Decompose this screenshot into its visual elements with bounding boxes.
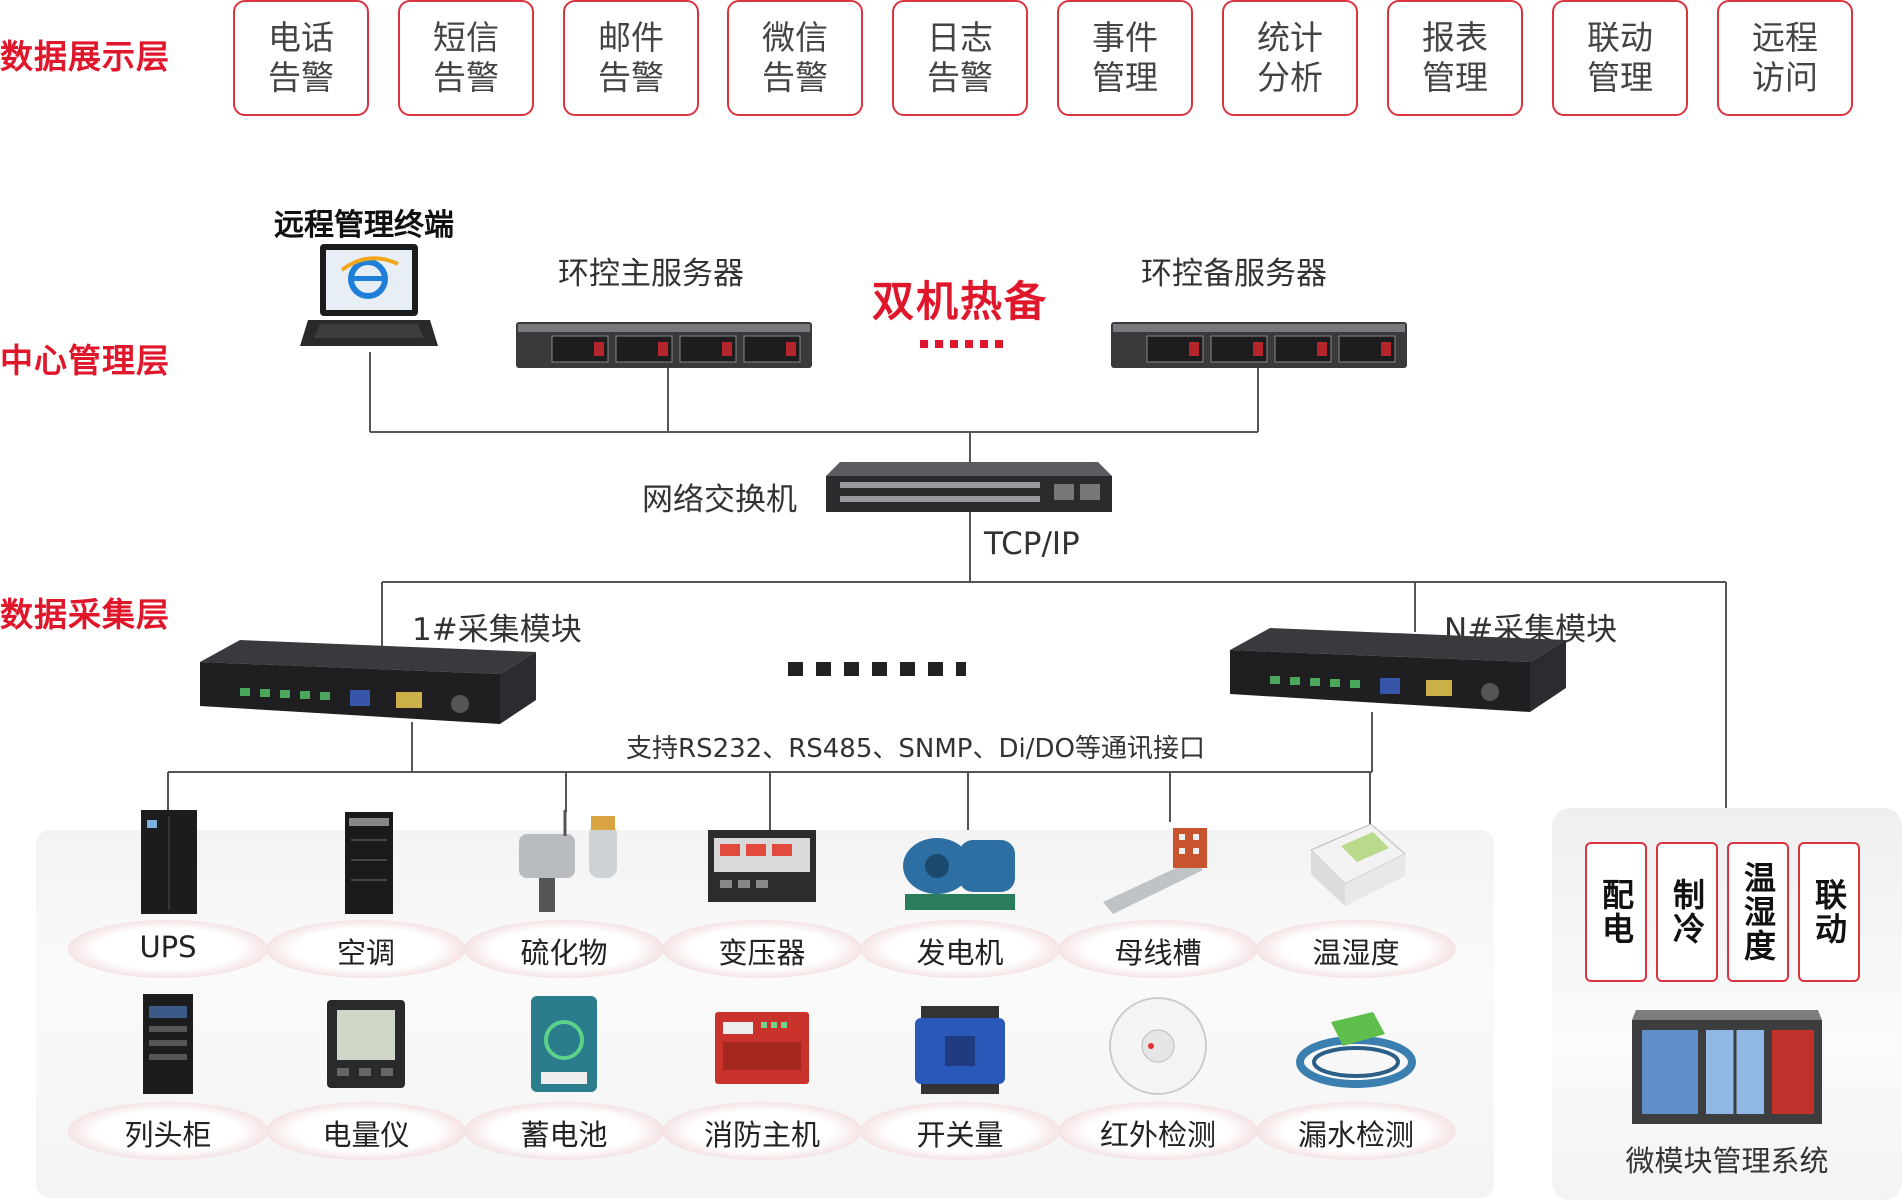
generator-icon bbox=[903, 838, 1015, 910]
display-item-report: 报表管理 bbox=[1387, 0, 1523, 116]
main-server-icon bbox=[516, 322, 812, 368]
device-busbar: 母线槽 bbox=[1058, 810, 1258, 980]
mm-item-linkage: 联动 bbox=[1798, 842, 1860, 982]
display-item-sms-alarm: 短信告警 bbox=[398, 0, 534, 116]
device-generator: 发电机 bbox=[860, 810, 1060, 980]
interfaces-label: 支持RS232、RS485、SNMP、Di/DO等通讯接口 bbox=[626, 734, 1205, 764]
device-leak-detector: 漏水检测 bbox=[1256, 992, 1456, 1162]
device-infrared: 红外检测 bbox=[1058, 992, 1258, 1162]
air-conditioner-icon bbox=[345, 812, 393, 914]
collection-module-1-icon bbox=[200, 640, 536, 724]
display-item-email-alarm: 邮件告警 bbox=[563, 0, 699, 116]
display-item-event-management: 事件管理 bbox=[1057, 0, 1193, 116]
display-item-log-alarm: 日志告警 bbox=[892, 0, 1028, 116]
terminal-label: 远程管理终端 bbox=[274, 208, 454, 243]
device-temp-humidity: 温湿度 bbox=[1256, 810, 1456, 980]
layer-label-center: 中心管理层 bbox=[0, 341, 170, 380]
display-item-wechat-alarm: 微信告警 bbox=[727, 0, 863, 116]
protocol-label: TCP/IP bbox=[984, 526, 1080, 562]
mm-item-power-distribution: 配电 bbox=[1585, 842, 1647, 982]
device-column-cabinet: 列头柜 bbox=[68, 992, 268, 1162]
device-fire-host: 消防主机 bbox=[662, 992, 862, 1162]
ups-icon bbox=[141, 810, 197, 914]
column-cabinet-icon bbox=[143, 994, 193, 1094]
collection-module-ellipsis bbox=[788, 662, 966, 676]
battery-icon bbox=[531, 996, 597, 1092]
device-ups: UPS bbox=[68, 810, 268, 980]
micro-module-icon bbox=[1632, 1010, 1822, 1124]
layer-label-collect: 数据采集层 bbox=[0, 595, 170, 634]
switch-io-icon bbox=[915, 1006, 1005, 1094]
device-air-conditioner: 空调 bbox=[266, 810, 466, 980]
display-item-phone-alarm: 电话告警 bbox=[233, 0, 369, 116]
backup-server-label: 环控备服务器 bbox=[1141, 256, 1327, 292]
micro-module-title: 微模块管理系统 bbox=[1625, 1144, 1829, 1178]
display-item-linkage: 联动管理 bbox=[1552, 0, 1688, 116]
hot-standby-dots bbox=[920, 340, 1006, 348]
mm-item-cooling: 制冷 bbox=[1656, 842, 1718, 982]
layer-label-display: 数据展示层 bbox=[0, 37, 170, 76]
leak-detector-icon bbox=[1296, 1012, 1416, 1088]
device-switch-io: 开关量 bbox=[860, 992, 1060, 1162]
busbar-icon bbox=[1103, 828, 1207, 914]
switch-label: 网络交换机 bbox=[642, 482, 797, 518]
infrared-icon bbox=[1109, 997, 1207, 1095]
device-transformer: 变压器 bbox=[662, 810, 862, 980]
sulfide-sensor-icon bbox=[519, 810, 617, 912]
transformer-icon bbox=[708, 830, 816, 902]
device-sulfide-sensor: 硫化物 bbox=[464, 810, 664, 980]
device-power-meter: 电量仪 bbox=[266, 992, 466, 1162]
display-item-remote-access: 远程访问 bbox=[1717, 0, 1853, 116]
device-battery: 蓄电池 bbox=[464, 992, 664, 1162]
mm-item-temp-humidity: 温湿度 bbox=[1727, 842, 1789, 982]
module-1-label: 1#采集模块 bbox=[412, 612, 582, 648]
backup-server-icon bbox=[1111, 322, 1407, 368]
display-item-statistics: 统计分析 bbox=[1222, 0, 1358, 116]
collection-module-n-icon bbox=[1230, 628, 1566, 712]
switch-icon bbox=[826, 462, 1112, 512]
temp-humidity-icon bbox=[1310, 823, 1406, 906]
fire-host-icon bbox=[715, 1012, 809, 1084]
main-server-label: 环控主服务器 bbox=[558, 256, 744, 292]
hot-standby-label: 双机热备 bbox=[872, 277, 1049, 326]
laptop-icon bbox=[300, 244, 438, 346]
power-meter-icon bbox=[327, 1000, 405, 1088]
